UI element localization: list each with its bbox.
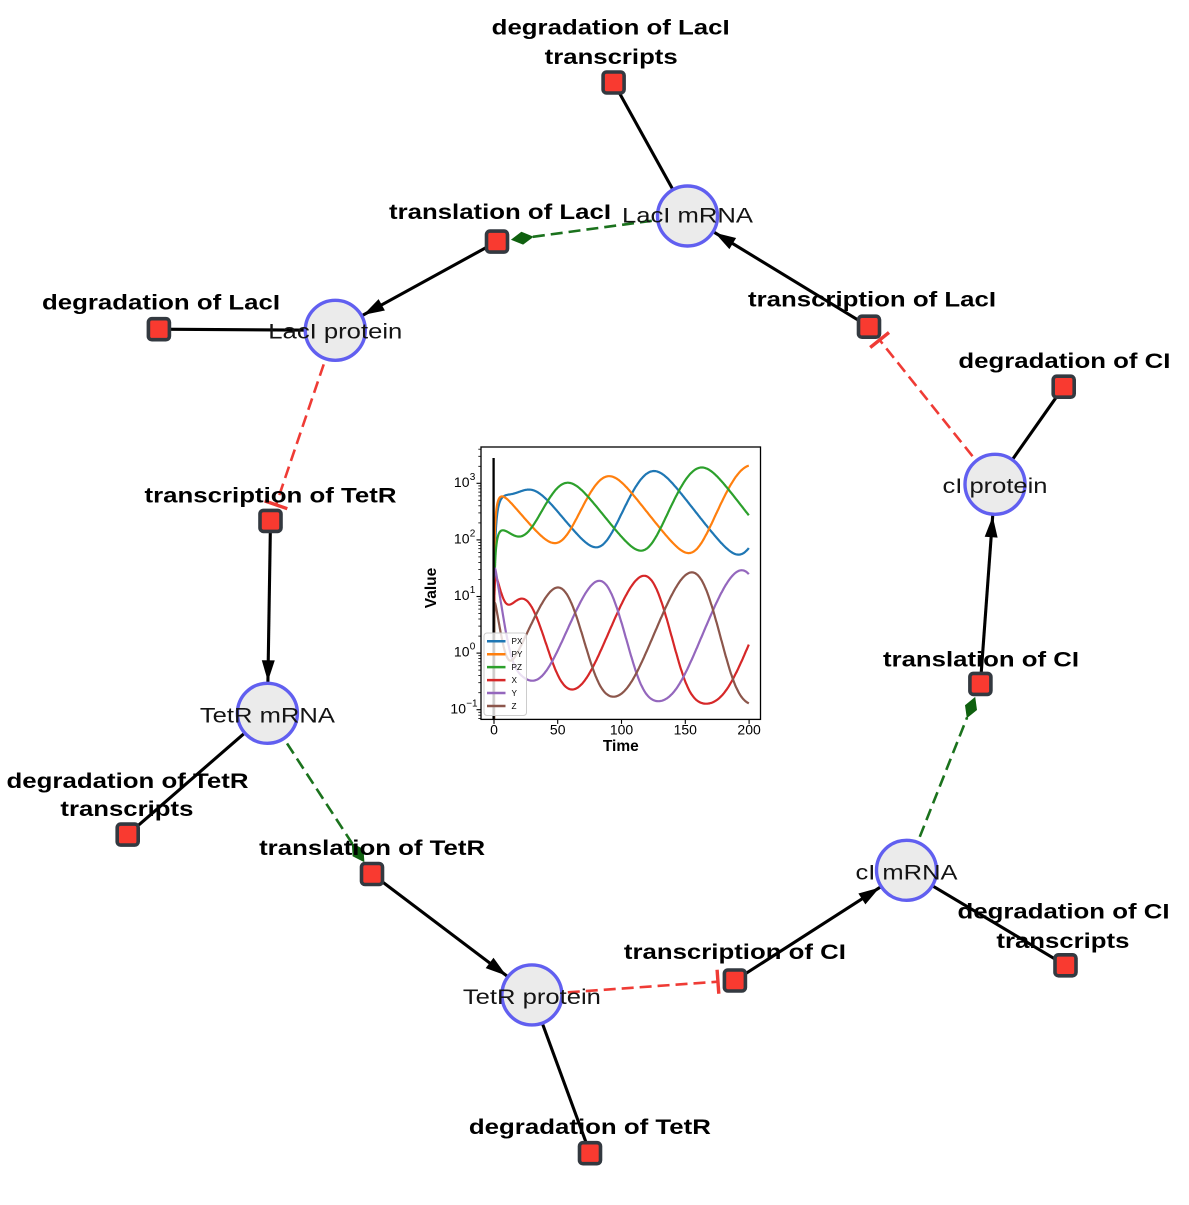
svg-text:Z: Z [512,702,517,711]
svg-text:TetR mRNA: TetR mRNA [200,704,336,728]
svg-text:10: 10 [450,700,466,716]
svg-text:10: 10 [454,587,470,603]
svg-text:degradation of TetR: degradation of TetR [7,769,250,793]
svg-text:translation of CI: translation of CI [883,648,1079,672]
svg-text:transcripts: transcripts [545,45,678,69]
svg-text:Y: Y [512,689,518,698]
svg-text:LacI protein: LacI protein [268,319,402,343]
svg-text:2: 2 [470,529,476,540]
svg-text:TetR protein: TetR protein [463,985,601,1009]
svg-text:translation of TetR: translation of TetR [259,836,486,860]
svg-text:Value: Value [423,567,440,608]
svg-text:degradation of LacI: degradation of LacI [492,15,730,39]
svg-text:degradation of CI: degradation of CI [958,349,1170,373]
svg-text:150: 150 [674,721,698,737]
svg-text:3: 3 [470,472,476,483]
svg-text:PY: PY [512,650,523,659]
svg-text:PX: PX [512,637,523,646]
svg-text:Time: Time [603,738,639,755]
svg-text:1: 1 [470,585,476,596]
svg-text:translation of LacI: translation of LacI [389,200,611,224]
svg-text:PZ: PZ [512,663,522,672]
svg-text:degradation of TetR: degradation of TetR [469,1115,712,1139]
svg-text:cI protein: cI protein [943,474,1048,498]
svg-text:10: 10 [454,531,470,547]
svg-text:100: 100 [610,721,634,737]
svg-text:10: 10 [454,644,470,660]
svg-text:degradation of CI: degradation of CI [958,899,1170,923]
svg-text:transcription of CI: transcription of CI [624,940,846,964]
svg-text:0: 0 [470,642,476,653]
svg-text:200: 200 [737,721,761,737]
svg-text:degradation of LacI: degradation of LacI [42,291,280,315]
svg-text:−1: −1 [466,698,478,709]
svg-text:X: X [512,676,518,685]
svg-text:transcripts: transcripts [60,797,193,821]
svg-text:0: 0 [490,721,498,737]
svg-text:transcription of LacI: transcription of LacI [748,288,996,312]
svg-text:transcripts: transcripts [996,929,1129,953]
svg-text:10: 10 [454,474,470,490]
svg-text:LacI mRNA: LacI mRNA [622,204,754,228]
svg-text:transcription of TetR: transcription of TetR [145,483,398,507]
svg-text:50: 50 [550,721,566,737]
svg-text:cI mRNA: cI mRNA [856,860,959,884]
